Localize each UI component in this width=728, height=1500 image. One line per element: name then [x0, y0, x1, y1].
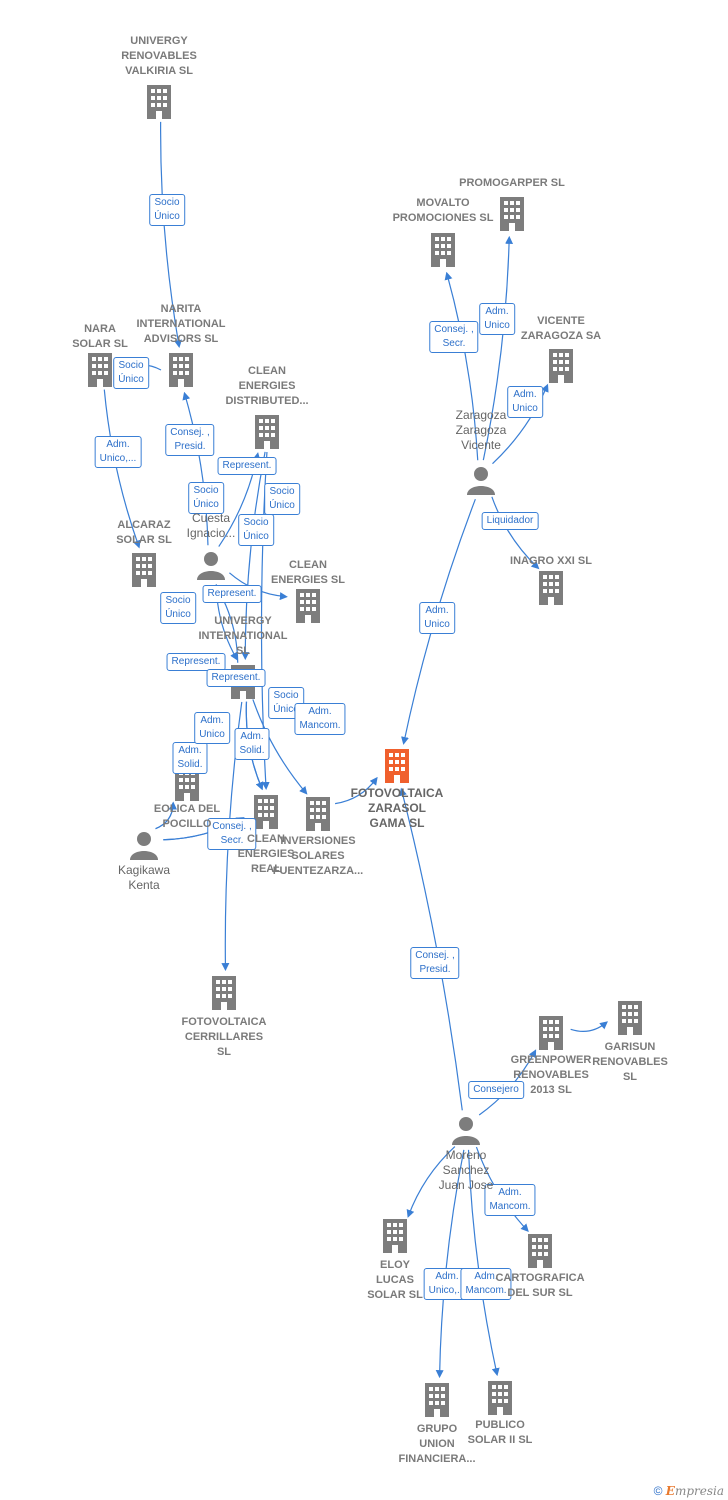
edge-zaragoza-movalto: [444, 271, 479, 461]
edge-zaragoza-promogarper: [482, 235, 514, 461]
edge-label[interactable]: Consej. , Presid.: [410, 947, 460, 979]
node-label-eloy[interactable]: ELOY LUCAS SOLAR SL: [367, 1259, 423, 1301]
edge-univergy_int-inversiones: [252, 699, 308, 795]
building-icon[interactable]: [383, 1219, 407, 1253]
edge-label[interactable]: Adm. Unico: [479, 303, 515, 335]
edge-label[interactable]: Consej. , Secr.: [207, 818, 257, 850]
building-icon[interactable]: [528, 1234, 552, 1268]
edge-zaragoza-inagro: [491, 496, 540, 570]
node-label-cerrillares[interactable]: FOTOVOLTAICA CERRILLARES SL: [181, 1016, 267, 1058]
edge-label[interactable]: Adm. Mancom.: [484, 1184, 536, 1216]
node-label-grupo_union[interactable]: GRUPO UNION FINANCIERA...: [398, 1423, 476, 1465]
building-icon[interactable]: [254, 795, 278, 829]
node-label-zaragoza[interactable]: Zaragoza Zaragoza Vicente: [455, 408, 507, 452]
node-label-cartografica[interactable]: CARTOGRAFICA DEL SUR SL: [495, 1272, 585, 1299]
edge-nara-alcaraz: [103, 389, 141, 549]
edge-label[interactable]: Socio Único: [160, 592, 196, 624]
edge-label[interactable]: Adm. Mancom.: [460, 1268, 512, 1300]
building-icon[interactable]: [212, 976, 236, 1010]
node-label-alcaraz[interactable]: ALCARAZ SOLAR SL: [116, 519, 172, 546]
node-label-vicente_sa[interactable]: VICENTE ZARAGOZA SA: [520, 315, 602, 342]
edge-label[interactable]: Adm. Solid.: [234, 728, 270, 760]
node-label-cuesta[interactable]: Cuesta Ignacio...: [186, 511, 236, 540]
edge-greenpower-garisun: [570, 1021, 608, 1032]
edge-label[interactable]: Liquidador: [481, 512, 539, 530]
edge-label[interactable]: Socio Único: [188, 482, 224, 514]
building-icon[interactable]: [385, 749, 409, 783]
node-label-publico[interactable]: PUBLICO SOLAR II SL: [467, 1419, 533, 1446]
edge-kagikawa-eolica: [155, 801, 177, 830]
node-label-clean_dist[interactable]: CLEAN ENERGIES DISTRIBUTED...: [225, 365, 309, 407]
edge-label[interactable]: Adm. Unico: [419, 602, 455, 634]
building-icon[interactable]: [618, 1001, 642, 1035]
node-label-clean_real[interactable]: CLEAN ENERGIES REAL: [237, 833, 295, 875]
building-icon[interactable]: [169, 353, 193, 387]
building-icon[interactable]: [431, 233, 455, 267]
edge-cuesta-narita: [182, 391, 209, 546]
copyright-symbol: ©: [653, 1484, 663, 1498]
edge-zaragoza-vicente_sa: [492, 383, 549, 465]
person-icon[interactable]: [467, 467, 495, 495]
edge-label[interactable]: Consej. , Presid.: [165, 424, 215, 456]
node-label-inversiones[interactable]: INVERSIONES SOLARES FUENTEZARZA...: [272, 835, 364, 877]
node-label-valkiria[interactable]: UNIVERGY RENOVABLES VALKIRIA SL: [121, 35, 197, 77]
edge-label[interactable]: Socio Único: [264, 483, 300, 515]
edge-label[interactable]: Represent.: [206, 669, 266, 687]
edge-moreno-eloy: [406, 1146, 456, 1218]
node-label-promogarper[interactable]: PROMOGARPER SL: [459, 177, 565, 189]
building-icon[interactable]: [132, 553, 156, 587]
building-icon[interactable]: [306, 797, 330, 831]
edge-label[interactable]: Adm. Mancom.: [294, 703, 346, 735]
footer-brand: © Empresia: [654, 1484, 724, 1498]
person-icon[interactable]: [452, 1117, 480, 1145]
building-icon[interactable]: [500, 197, 524, 231]
node-label-inagro[interactable]: INAGRO XXI SL: [510, 555, 592, 567]
edge-label[interactable]: Adm. Solid.: [172, 742, 208, 774]
edge-label[interactable]: Represent.: [202, 585, 262, 603]
node-label-univergy_int[interactable]: UNIVERGY INTERNATIONAL SL: [198, 615, 288, 657]
edge-moreno-grupo_union: [435, 1149, 465, 1379]
edge-label[interactable]: Adm. Unico,...: [94, 436, 142, 468]
edge-clean_dist-univergy_int: [241, 451, 266, 661]
edge-valkiria-narita: [160, 121, 182, 349]
building-icon[interactable]: [255, 415, 279, 449]
node-label-greenpower[interactable]: GREENPOWER RENOVABLES 2013 SL: [510, 1054, 592, 1096]
node-label-eolica[interactable]: EOLICA DEL POCILLO: [153, 803, 221, 830]
edge-label[interactable]: Adm. Unico: [194, 712, 230, 744]
building-icon[interactable]: [539, 1016, 563, 1050]
building-icon[interactable]: [539, 571, 563, 605]
node-label-movalto[interactable]: MOVALTO PROMOCIONES SL: [392, 197, 494, 224]
node-label-kagikawa[interactable]: Kagikawa Kenta: [117, 863, 171, 892]
building-icon[interactable]: [147, 85, 171, 119]
edge-label[interactable]: Consejero: [468, 1081, 524, 1099]
node-label-clean_sl[interactable]: CLEAN ENERGIES SL: [271, 559, 345, 586]
node-label-moreno[interactable]: Moreno Sanchez Juan Jose: [438, 1148, 494, 1192]
edge-label[interactable]: Represent.: [166, 653, 226, 671]
edge-label[interactable]: Adm. Unico: [507, 386, 543, 418]
building-icon[interactable]: [549, 349, 573, 383]
edge-label[interactable]: Socio Único: [113, 357, 149, 389]
edge-label[interactable]: Socio Único: [238, 514, 274, 546]
edge-label[interactable]: Consej. , Secr.: [429, 321, 479, 353]
building-icon[interactable]: [296, 589, 320, 623]
empresia-logo: Empresia: [665, 1484, 724, 1498]
node-label-fotovoltaica[interactable]: FOTOVOLTAICA ZARASOL GAMA SL: [350, 786, 444, 830]
building-icon[interactable]: [425, 1383, 449, 1417]
node-label-nara[interactable]: NARA SOLAR SL: [72, 323, 128, 350]
person-icon[interactable]: [197, 552, 225, 580]
building-icon[interactable]: [88, 353, 112, 387]
node-label-garisun[interactable]: GARISUN RENOVABLES SL: [592, 1041, 668, 1083]
edge-moreno-publico: [467, 1149, 500, 1377]
building-icon[interactable]: [488, 1381, 512, 1415]
person-icon[interactable]: [130, 832, 158, 860]
edge-label[interactable]: Socio Único: [149, 194, 185, 226]
edge-inversiones-fotovoltaica: [334, 776, 378, 805]
node-label-narita[interactable]: NARITA INTERNATIONAL ADVISORS SL: [136, 303, 226, 345]
edge-label[interactable]: Represent.: [217, 457, 277, 475]
